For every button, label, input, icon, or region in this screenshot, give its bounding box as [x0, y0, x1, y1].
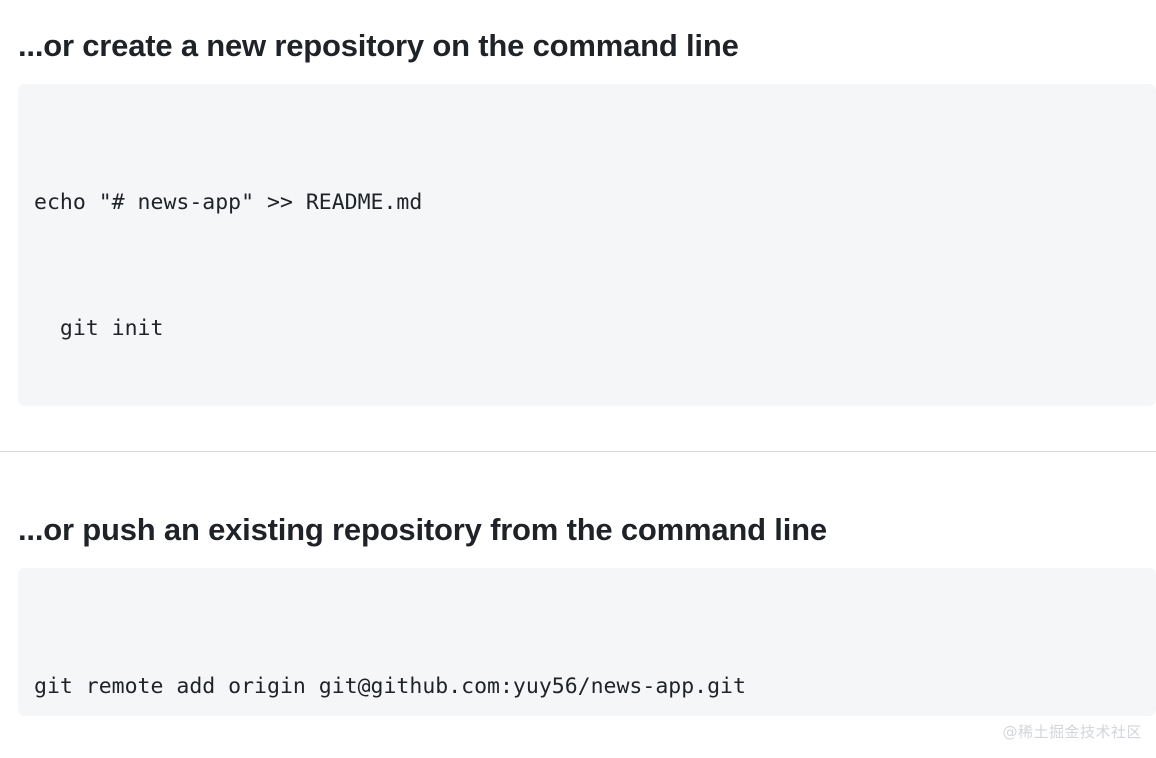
- code-line: git remote add origin git@github.com:yuy…: [34, 674, 746, 699]
- watermark: @稀土掘金技术社区: [1002, 723, 1142, 741]
- code-block-create-new-repository[interactable]: echo "# news-app" >> README.md git init …: [18, 84, 1156, 406]
- code-line: echo "# news-app" >> README.md: [34, 190, 423, 215]
- code-line: git init: [34, 316, 164, 341]
- page-title-push-existing-repository: ...or push an existing repository from t…: [18, 512, 827, 547]
- code-block-push-existing-repository[interactable]: git remote add origin git@github.com:yuy…: [18, 568, 1156, 716]
- page-title-create-new-repository: ...or create a new repository on the com…: [18, 28, 739, 63]
- section-divider: [0, 451, 1156, 452]
